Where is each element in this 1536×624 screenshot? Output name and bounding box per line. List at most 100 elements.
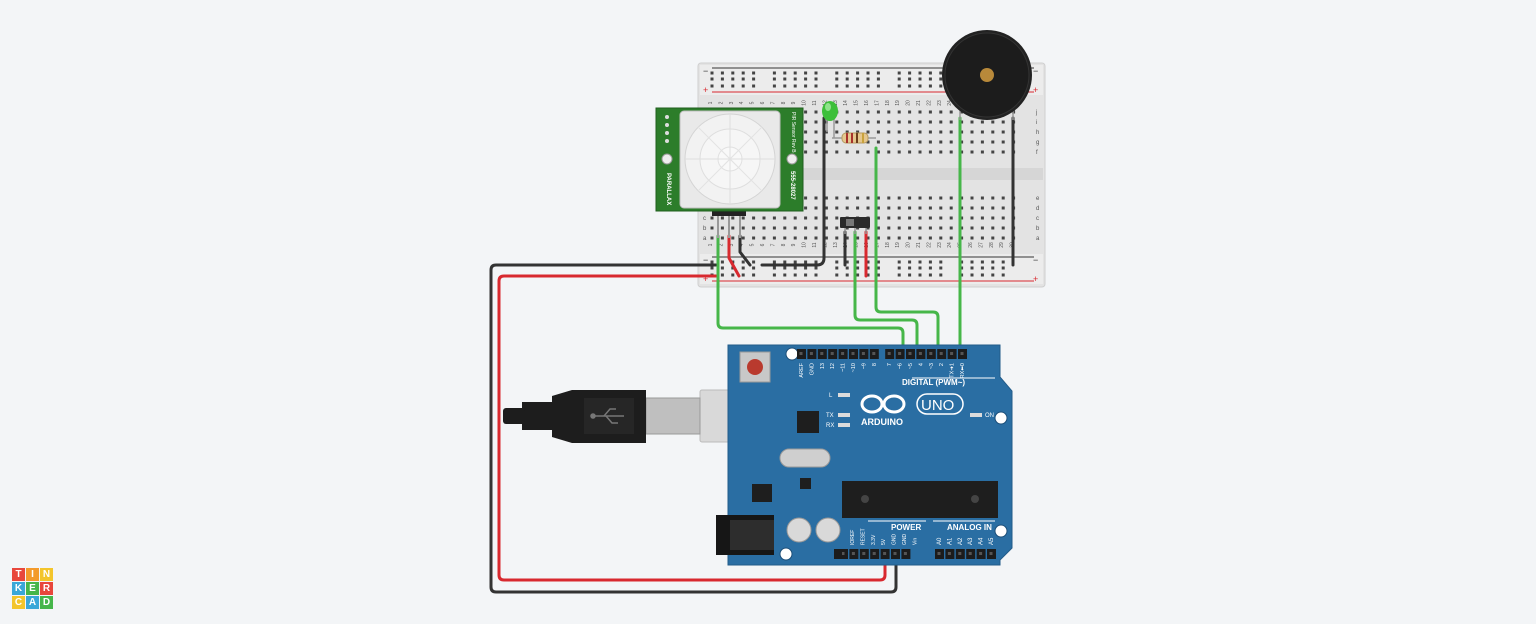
rail-hole[interactable]: [908, 273, 912, 277]
rail-hole[interactable]: [710, 84, 714, 88]
breadboard-hole[interactable]: [856, 130, 860, 134]
breadboard-hole[interactable]: [970, 196, 974, 200]
breadboard-hole[interactable]: [991, 226, 995, 230]
breadboard-hole[interactable]: [949, 140, 953, 144]
rail-hole[interactable]: [835, 71, 839, 75]
breadboard-hole[interactable]: [897, 216, 901, 220]
rail-hole[interactable]: [783, 84, 787, 88]
rail-hole[interactable]: [752, 71, 756, 75]
rail-hole[interactable]: [741, 266, 745, 270]
breadboard-hole[interactable]: [897, 130, 901, 134]
breadboard-hole[interactable]: [928, 150, 932, 154]
rail-hole[interactable]: [731, 273, 735, 277]
rail-hole[interactable]: [752, 260, 756, 264]
breadboard-hole[interactable]: [980, 150, 984, 154]
breadboard-hole[interactable]: [835, 140, 839, 144]
rail-hole[interactable]: [845, 77, 849, 81]
rail-hole[interactable]: [908, 260, 912, 264]
rail-hole[interactable]: [939, 84, 943, 88]
breadboard-hole[interactable]: [835, 226, 839, 230]
rail-hole[interactable]: [939, 266, 943, 270]
breadboard-hole[interactable]: [960, 150, 964, 154]
rail-hole[interactable]: [897, 77, 901, 81]
breadboard-hole[interactable]: [845, 120, 849, 124]
breadboard-hole[interactable]: [970, 130, 974, 134]
breadboard-hole[interactable]: [960, 140, 964, 144]
rail-hole[interactable]: [939, 77, 943, 81]
breadboard-hole[interactable]: [897, 150, 901, 154]
breadboard-hole[interactable]: [918, 226, 922, 230]
breadboard-hole[interactable]: [824, 216, 828, 220]
breadboard-hole[interactable]: [970, 150, 974, 154]
breadboard-hole[interactable]: [991, 120, 995, 124]
breadboard-hole[interactable]: [741, 226, 745, 230]
rail-hole[interactable]: [856, 260, 860, 264]
power-header[interactable]: [834, 549, 911, 559]
rail-hole[interactable]: [752, 84, 756, 88]
rail-hole[interactable]: [939, 71, 943, 75]
breadboard-hole[interactable]: [710, 236, 714, 240]
breadboard-hole[interactable]: [814, 216, 818, 220]
breadboard-hole[interactable]: [804, 130, 808, 134]
breadboard-hole[interactable]: [845, 150, 849, 154]
rail-hole[interactable]: [720, 260, 724, 264]
breadboard-hole[interactable]: [1001, 236, 1005, 240]
rail-hole[interactable]: [908, 71, 912, 75]
rail-hole[interactable]: [720, 273, 724, 277]
breadboard-hole[interactable]: [949, 120, 953, 124]
digital-header[interactable]: [797, 349, 967, 359]
rail-hole[interactable]: [731, 84, 735, 88]
breadboard-hole[interactable]: [866, 150, 870, 154]
rail-hole[interactable]: [710, 260, 714, 264]
rail-hole[interactable]: [918, 71, 922, 75]
breadboard-hole[interactable]: [980, 216, 984, 220]
breadboard-hole[interactable]: [928, 236, 932, 240]
breadboard-hole[interactable]: [824, 226, 828, 230]
rail-hole[interactable]: [845, 84, 849, 88]
breadboard-hole[interactable]: [876, 140, 880, 144]
breadboard-hole[interactable]: [991, 216, 995, 220]
led-green[interactable]: [822, 101, 838, 138]
rail-hole[interactable]: [710, 71, 714, 75]
breadboard-hole[interactable]: [856, 150, 860, 154]
breadboard-hole[interactable]: [835, 130, 839, 134]
rail-hole[interactable]: [814, 71, 818, 75]
rail-hole[interactable]: [845, 266, 849, 270]
breadboard-hole[interactable]: [887, 226, 891, 230]
rail-hole[interactable]: [866, 84, 870, 88]
breadboard-hole[interactable]: [845, 130, 849, 134]
breadboard-hole[interactable]: [960, 130, 964, 134]
breadboard-hole[interactable]: [710, 216, 714, 220]
breadboard-hole[interactable]: [887, 236, 891, 240]
breadboard-hole[interactable]: [949, 236, 953, 240]
rail-hole[interactable]: [876, 71, 880, 75]
rail-hole[interactable]: [814, 266, 818, 270]
breadboard-hole[interactable]: [845, 196, 849, 200]
rail-hole[interactable]: [1001, 260, 1005, 264]
breadboard-hole[interactable]: [908, 196, 912, 200]
breadboard-hole[interactable]: [793, 236, 797, 240]
breadboard-hole[interactable]: [939, 120, 943, 124]
breadboard-hole[interactable]: [939, 236, 943, 240]
breadboard-hole[interactable]: [949, 196, 953, 200]
breadboard-hole[interactable]: [731, 226, 735, 230]
piezo-buzzer[interactable]: [942, 30, 1032, 120]
breadboard-hole[interactable]: [741, 236, 745, 240]
rail-hole[interactable]: [918, 260, 922, 264]
rail-hole[interactable]: [991, 266, 995, 270]
breadboard-hole[interactable]: [897, 196, 901, 200]
breadboard-hole[interactable]: [772, 216, 776, 220]
rail-hole[interactable]: [783, 266, 787, 270]
breadboard-hole[interactable]: [918, 206, 922, 210]
rail-hole[interactable]: [918, 266, 922, 270]
breadboard-hole[interactable]: [720, 236, 724, 240]
rail-hole[interactable]: [752, 77, 756, 81]
breadboard-hole[interactable]: [939, 226, 943, 230]
rail-hole[interactable]: [866, 260, 870, 264]
breadboard-hole[interactable]: [887, 196, 891, 200]
breadboard-hole[interactable]: [866, 196, 870, 200]
breadboard-hole[interactable]: [772, 236, 776, 240]
rail-hole[interactable]: [960, 273, 964, 277]
breadboard-hole[interactable]: [887, 216, 891, 220]
